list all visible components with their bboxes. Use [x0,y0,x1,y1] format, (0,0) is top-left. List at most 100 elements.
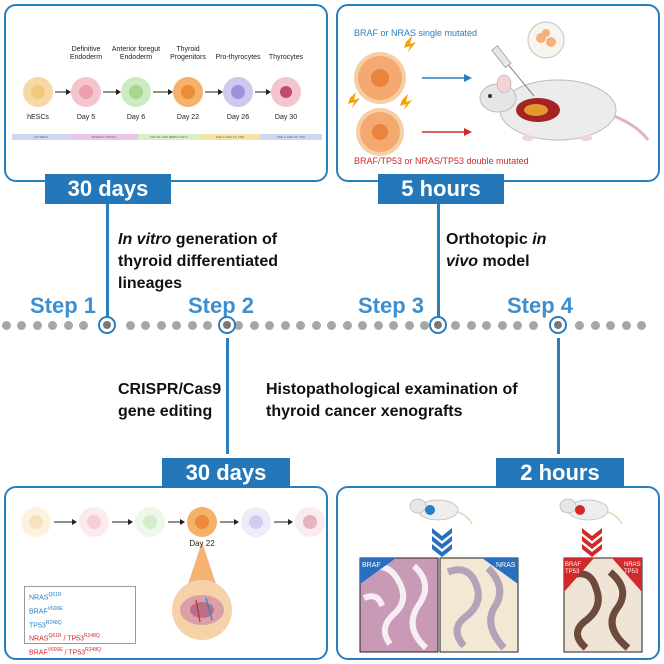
timeline-dot [497,320,507,330]
timeline-dot [327,320,336,330]
stage-day-5: Day 30 [274,114,298,121]
stage-name-1: Definitive Endoderm [69,46,103,61]
gene-edited-pathway [21,507,325,640]
stage-day-3: Day 22 [176,114,200,121]
timeline-dot [280,320,290,330]
cell-nucleus-0 [31,85,45,99]
timeline-dot [296,320,305,330]
timeline-dot [466,320,476,330]
timeline-dot [358,320,367,330]
connector-step3 [437,204,440,322]
mutation-entry: BRAFV600E / TP53R248Q [29,647,101,657]
timeline-dot [575,320,584,330]
timeline-dot [311,320,321,330]
timeline-dot [451,320,460,330]
edited-cell-4 [241,507,271,537]
step3-description: Orthotopic in vivo model [446,231,547,270]
timeline-dot [48,320,57,330]
timeline-dot [17,320,26,330]
day22-label: Day 22 [189,539,215,548]
stage-day-4: Day 26 [226,114,250,121]
duration-tag-step4: 2 hours [496,458,624,488]
step1-label: Step 1 [30,293,97,318]
bottom-right-panel: BRAF NRAS BRAF TP53 NRAS TP53 [336,486,660,660]
timeline-marker-step2 [217,315,236,334]
timeline-dot [1,320,11,330]
mutation-entry: BRAFV600E [29,605,63,616]
magnified-cells-icon [527,21,565,59]
single-mutated-label: BRAF or NRAS single mutated [354,28,478,38]
growth-factor-bar-3: FGF 2, FGF 10, TSH [200,134,260,140]
timeline-dot [79,320,88,330]
stage-name-2: Anterior foregut Endoderm [111,46,161,61]
edited-cell-nucleus-0 [29,515,43,529]
tile-label-nras: NRAS [496,562,516,569]
timeline-dot [342,320,352,330]
orthotopic-injection-illustration [348,21,650,156]
edited-cell-nucleus-3 [195,515,209,529]
cell-nucleus-2 [129,85,143,99]
step4-label: Step 4 [507,293,574,318]
timeline-dot [32,320,42,330]
chevron-down-icon [582,528,602,557]
differentiation-pathway [23,77,301,107]
edited-cell-0 [21,507,51,537]
step2-label: Step 2 [188,293,255,318]
timeline-dot [156,320,166,330]
edited-pathway-arrowhead-0 [72,519,77,525]
histology-tile-double [563,557,643,653]
timeline-dot [513,320,522,330]
connector-step4 [557,338,560,454]
timeline-dot [590,320,600,330]
blue-arrow [422,74,472,82]
timeline-dot [265,320,274,330]
edited-cell-2 [135,507,165,537]
chevron-down-icon [432,528,452,557]
step4-description: Histopathological examination of thyroid… [266,381,518,420]
edited-pathway-arrowhead-4 [288,519,293,525]
timeline-dot [606,320,615,330]
connector-step2 [226,338,229,454]
timeline-dot [63,320,73,330]
timeline-dot [528,320,538,330]
pathway-arrowhead-1 [116,89,121,95]
step2-description: CRISPR/Cas9 gene editing [118,381,222,420]
histopathology-illustration [359,498,643,653]
growth-factor-bar-1: NOGGIN / TGFβ ki [70,134,138,140]
connector-step1 [106,204,109,322]
edited-cell-nucleus-2 [143,515,157,529]
edited-cell-5 [295,507,325,537]
cell-nucleus-4 [231,85,245,99]
stage-name-5: Thyrocytes [268,54,304,61]
timeline-dot [373,320,383,330]
edited-cell-nucleus-5 [303,515,317,529]
stage-name-3: Thyroid Progenitors [170,46,206,61]
histology-tile-nras [439,557,519,653]
edited-cell-nucleus-1 [87,515,101,529]
single-mutated-cell [354,36,416,104]
double-mutated-label: BRAF/TP53 or NRAS/TP53 double mutated [354,156,529,166]
step1-description: In vitro generation of thyroid different… [118,231,279,292]
timeline-marker-step4 [548,315,567,334]
mutation-entry: NRASQ61R [29,592,62,602]
timeline-dot [482,320,491,330]
timeline-dot [172,320,181,330]
stage-day-0: hESCs [27,114,49,121]
stage-day-2: Day 6 [126,114,146,121]
mutation-entry: TP53R248Q [29,619,62,629]
cell-nucleus-1 [79,85,93,99]
pathway-arrowhead-0 [66,89,71,95]
syringe-icon [491,45,535,97]
histology-tile-braf [359,557,439,653]
step3-label: Step 3 [358,293,425,318]
growth-factor-bar-0: ACTIVIN A [12,134,70,140]
cell-nucleus-3 [181,85,195,99]
pathway-arrowhead-3 [218,89,223,95]
duration-tag-step3: 5 hours [378,174,504,204]
tile-label-braf-tp53: BRAF TP53 [565,562,582,575]
timeline-dot [187,320,197,330]
timeline-dot [125,320,135,330]
thyroid-organoid-zoom [172,542,232,640]
